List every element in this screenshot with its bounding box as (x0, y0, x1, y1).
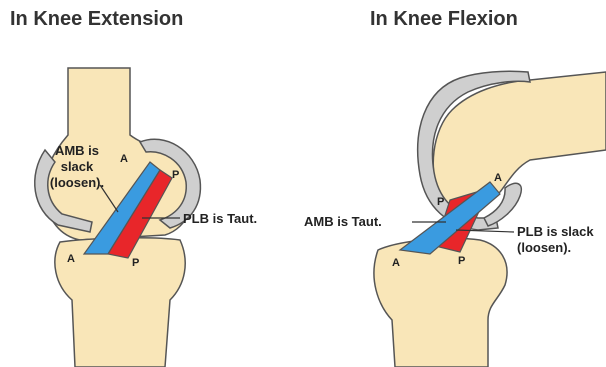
flexion-marker-p-bottom: P (458, 255, 465, 267)
flexion-plb-label-line2: (loosen). (517, 240, 571, 255)
extension-amb-label-line3: (loosen). (50, 175, 104, 190)
extension-amb-label-line1: AMB is (55, 143, 99, 158)
extension-amb-label-line2: slack (61, 159, 94, 174)
flexion-plb-label-line1: PLB is slack (517, 224, 594, 239)
flexion-marker-a-bottom: A (392, 257, 400, 269)
flexion-panel: AMB is Taut. PLB is slack (loosen). P A … (304, 71, 606, 367)
flexion-amb-label: AMB is Taut. (304, 214, 382, 229)
extension-plb-label: PLB is Taut. (183, 211, 257, 226)
extension-marker-a-bottom: A (67, 253, 75, 265)
extension-marker-p-top: P (172, 169, 179, 181)
flexion-marker-p-top: P (437, 196, 444, 208)
extension-marker-p-bottom: P (132, 257, 139, 269)
extension-panel: AMB is slack (loosen). PLB is Taut. A P … (35, 68, 257, 367)
extension-marker-a-top: A (120, 153, 128, 165)
flexion-marker-a-top: A (494, 172, 502, 184)
